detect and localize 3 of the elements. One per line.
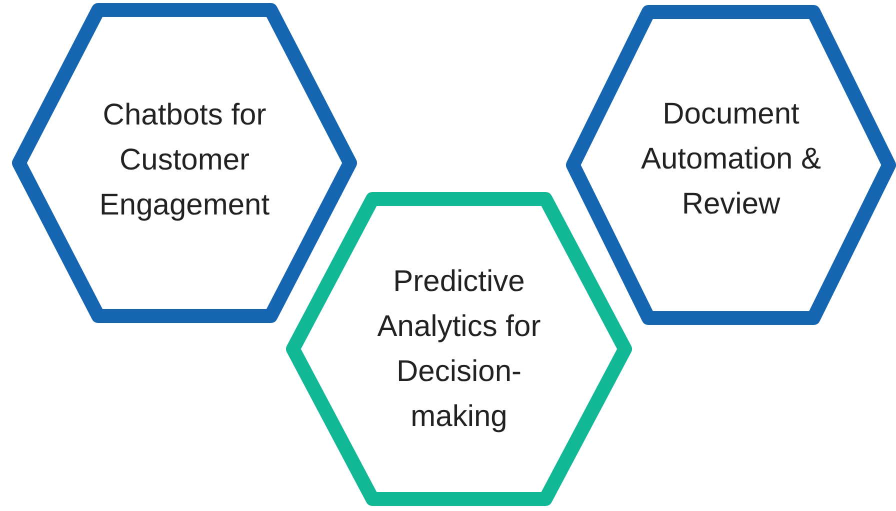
hexagon-label: Document Automation & Review <box>640 96 822 222</box>
hexagon-label: Chatbots for Customer Engagement <box>98 98 271 224</box>
hexagon-label: Predictive Analytics for Decision-making <box>376 264 542 435</box>
